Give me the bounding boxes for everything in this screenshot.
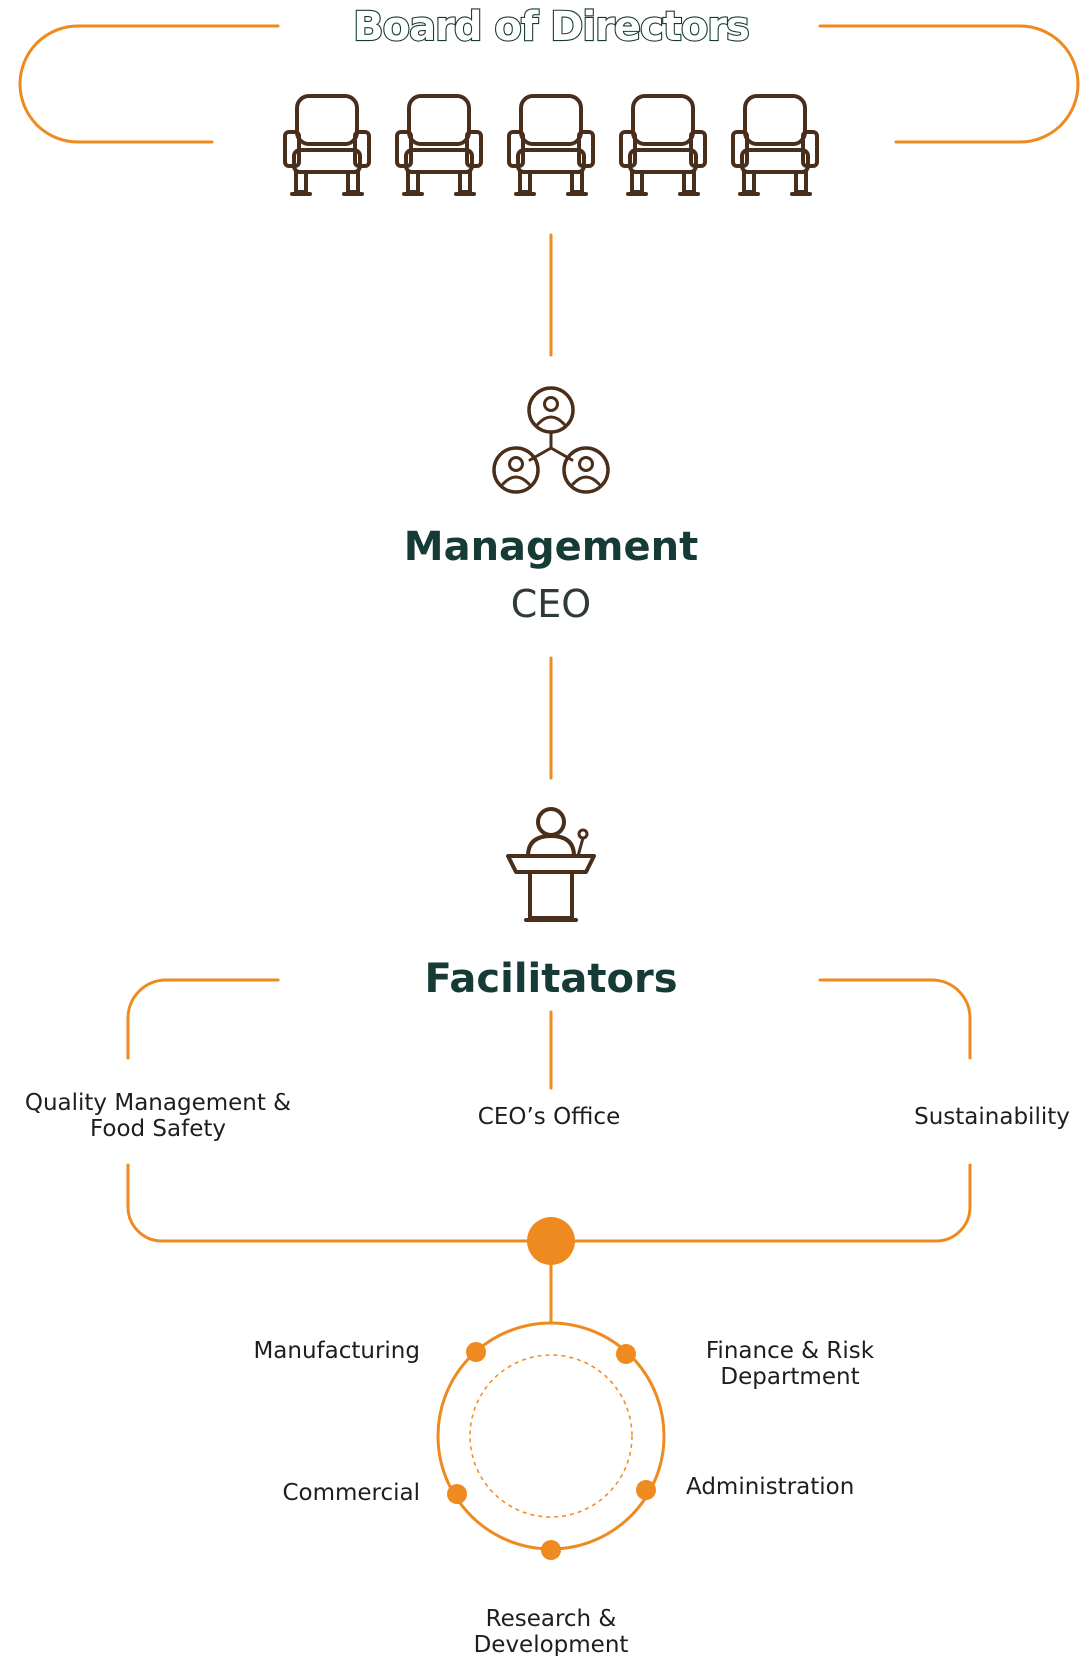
chair-icon	[395, 94, 483, 196]
label-line: Quality Management &	[25, 1090, 291, 1116]
board-bracket	[18, 24, 1080, 144]
facilitators-bracket	[126, 978, 972, 1324]
label-line: Department	[720, 1364, 859, 1390]
label-line: Finance & Risk	[706, 1338, 875, 1364]
facilitator-label-quality: Quality Management &Food Safety	[25, 1090, 291, 1142]
chair-icon	[283, 94, 371, 196]
label-line: Manufacturing	[253, 1338, 420, 1364]
board-title: Board of Directors	[353, 4, 749, 50]
management-title: Management	[404, 524, 698, 570]
label-line: Administration	[686, 1474, 854, 1500]
hub-node	[527, 1217, 575, 1265]
board-chairs	[283, 94, 819, 196]
department-label-commercial: Commercial	[282, 1480, 420, 1506]
department-label-manufacturing: Manufacturing	[253, 1338, 420, 1364]
facilitators-title: Facilitators	[424, 956, 677, 1002]
chair-icon	[619, 94, 707, 196]
label-line: Sustainability	[914, 1104, 1070, 1130]
speaker-podium-icon	[506, 807, 596, 922]
label-line: Food Safety	[90, 1116, 226, 1142]
department-node-finance	[616, 1344, 636, 1364]
department-node-manufacturing	[466, 1342, 486, 1362]
department-label-administration: Administration	[686, 1474, 854, 1500]
label-line: Development	[474, 1632, 629, 1656]
department-node-commercial	[447, 1484, 467, 1504]
departments-inner-ring	[469, 1354, 633, 1518]
label-line: CEO’s Office	[478, 1104, 620, 1130]
department-node-administration	[636, 1480, 656, 1500]
department-node-research	[541, 1540, 561, 1560]
label-line: Research &	[486, 1606, 617, 1632]
team-network-icon	[492, 386, 610, 494]
facilitator-label-sustainability: Sustainability	[914, 1104, 1070, 1130]
label-line: Commercial	[282, 1480, 420, 1506]
management-subtitle: CEO	[511, 582, 591, 626]
chair-icon	[507, 94, 595, 196]
chair-icon	[731, 94, 819, 196]
department-label-research: Research &Development	[474, 1606, 629, 1656]
facilitator-label-ceo-office: CEO’s Office	[478, 1104, 620, 1130]
